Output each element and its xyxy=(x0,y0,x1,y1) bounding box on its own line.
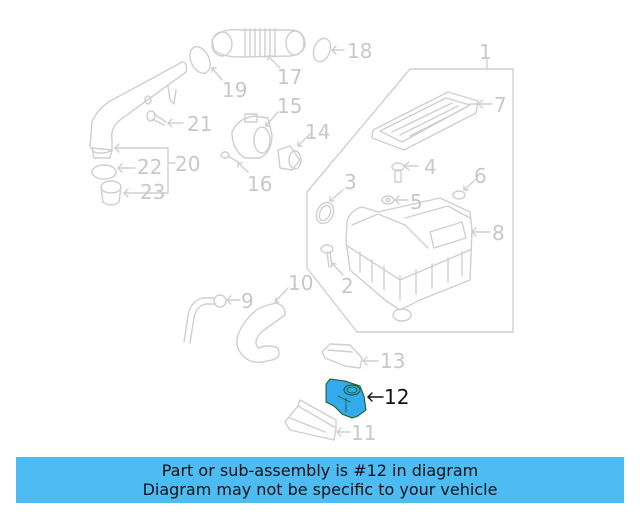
callout-13: 13 xyxy=(380,349,406,373)
callout-16: 16 xyxy=(247,172,273,196)
part-15-maf-sensor xyxy=(231,111,279,159)
callout-20: 20 xyxy=(175,152,201,176)
assembly-outline xyxy=(306,68,514,333)
callout-5: 5 xyxy=(410,190,423,214)
callout-17: 17 xyxy=(277,65,303,89)
callout-9: 9 xyxy=(241,289,254,313)
part-3-seal xyxy=(315,189,344,225)
part-5-grommet xyxy=(381,195,409,205)
callout-15: 15 xyxy=(277,94,303,118)
callout-1: 1 xyxy=(479,40,492,64)
part-23-coupler xyxy=(100,180,169,206)
part-7-filter-lid xyxy=(371,91,493,151)
part-14-screen xyxy=(277,133,311,171)
callout-12[interactable]: 12 xyxy=(384,385,410,409)
part-2-screw xyxy=(320,244,344,276)
part-8-airbox xyxy=(345,197,491,322)
callout-22: 22 xyxy=(137,155,163,179)
callout-6: 6 xyxy=(474,164,487,188)
part-18-clamp xyxy=(312,37,345,63)
callout-11: 11 xyxy=(351,421,377,445)
part-4-fastener xyxy=(391,161,419,183)
part-21-bolt xyxy=(146,110,184,128)
info-banner: Part or sub-assembly is #12 in diagram D… xyxy=(16,457,624,503)
part-11-duct xyxy=(284,399,351,441)
callout-3: 3 xyxy=(344,170,357,194)
part-6-grommet xyxy=(452,179,476,200)
part-22-clamp xyxy=(91,163,136,180)
callout-4: 4 xyxy=(424,155,437,179)
part-20-intake-pipe xyxy=(89,61,188,194)
callout-7: 7 xyxy=(494,93,507,117)
part-17-hose xyxy=(211,28,306,69)
part-16-screw xyxy=(220,151,249,173)
diagram-drawing xyxy=(89,28,514,441)
part-13-duct xyxy=(321,343,379,369)
part-19-clamp xyxy=(189,46,223,81)
callout-10: 10 xyxy=(288,271,314,295)
callout-21: 21 xyxy=(187,112,213,136)
callout-18: 18 xyxy=(347,39,373,63)
callout-19: 19 xyxy=(222,78,248,102)
part-10-elbow xyxy=(236,287,289,363)
part-9-hose xyxy=(183,294,241,344)
callout-14: 14 xyxy=(305,120,331,144)
parts-diagram: 1 2 3 4 5 6 7 8 9 10 11 12 13 14 15 16 1… xyxy=(89,28,514,445)
part-12-highlighted[interactable] xyxy=(325,378,384,419)
callout-2: 2 xyxy=(341,274,354,298)
callout-8: 8 xyxy=(492,221,505,245)
banner-disclaimer: Diagram may not be specific to your vehi… xyxy=(142,480,498,499)
banner-part-notice: Part or sub-assembly is #12 in diagram xyxy=(161,461,479,480)
callout-23: 23 xyxy=(140,180,166,204)
